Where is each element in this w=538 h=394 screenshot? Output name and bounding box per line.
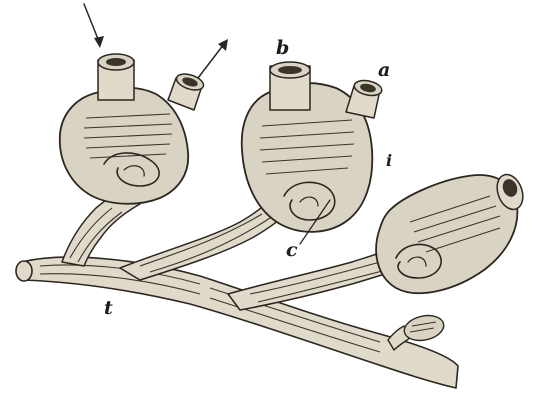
label-a: a bbox=[378, 59, 390, 81]
small-bud bbox=[388, 312, 446, 350]
arrow-in bbox=[84, 4, 104, 48]
gland-left bbox=[60, 54, 206, 204]
label-b: b bbox=[276, 37, 289, 59]
branch-duct-middle bbox=[120, 200, 288, 280]
label-c: c bbox=[286, 239, 298, 261]
label-i: i bbox=[386, 151, 392, 170]
branch-duct-right bbox=[228, 252, 392, 310]
label-t: t bbox=[104, 297, 113, 319]
gland-right bbox=[376, 171, 527, 293]
gland-middle bbox=[242, 62, 383, 232]
arrow-out bbox=[198, 39, 228, 78]
